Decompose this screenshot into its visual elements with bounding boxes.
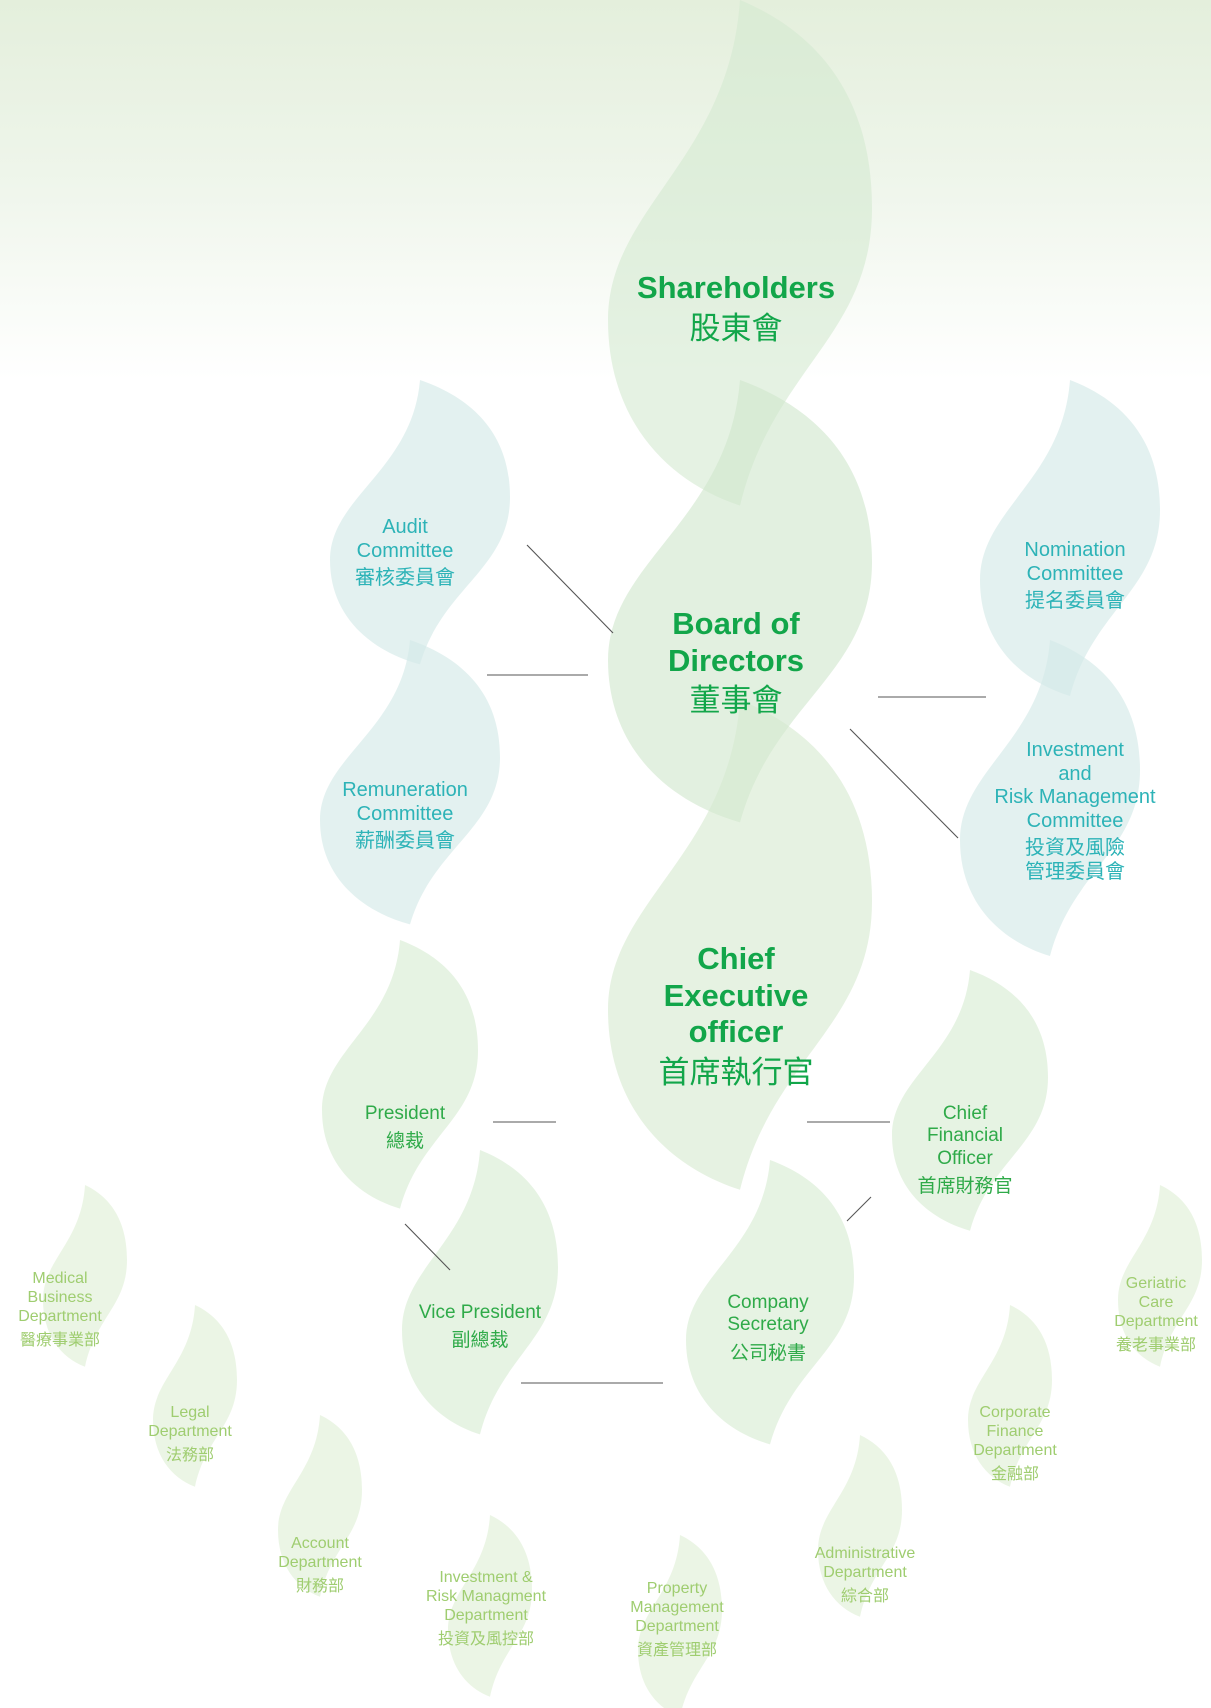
node-investment-risk-committee: Investment and Risk Management Committee… — [965, 739, 1185, 885]
background-wash — [0, 0, 1211, 380]
geriatric-en-line3: Department — [1114, 1312, 1198, 1330]
corporate-finance-en-line1: Corporate — [979, 1404, 1051, 1421]
nomination-zh: 提名委員會 — [1025, 590, 1125, 613]
node-remuneration-committee: Remuneration Committee 薪酬委員會 — [305, 779, 505, 854]
property-en-line1: Property — [646, 1580, 708, 1597]
remuneration-en-line2: Committee — [356, 802, 454, 825]
corporate-finance-en-line2: Finance — [986, 1422, 1044, 1440]
secretary-zh: 公司秘書 — [729, 1342, 806, 1364]
board-zh: 董事會 — [689, 683, 783, 719]
cfo-zh: 首席財務官 — [917, 1176, 1013, 1198]
cfo-en-line2: Financial — [926, 1125, 1004, 1147]
shareholders-zh: 股東會 — [689, 310, 783, 346]
node-board-of-directors: Board of Directors 董事會 — [616, 606, 856, 720]
investment-dept-zh: 投資及風控部 — [437, 1630, 534, 1648]
dept-property-management: Property Management Department 資產管理部 — [617, 1580, 737, 1661]
ceo-en-line2: Executive — [663, 977, 809, 1013]
ceo-en-line1: Chief — [697, 941, 775, 976]
node-cfo: Chief Financial Officer 首席財務官 — [890, 1103, 1040, 1199]
administrative-en-line1: Administrative — [814, 1545, 916, 1562]
connector-secretary-cfo — [846, 1196, 872, 1222]
investment-committee-en-line3: Risk Management — [994, 786, 1156, 809]
president-en: President — [364, 1103, 446, 1124]
legal-en-line1: Legal — [170, 1404, 210, 1421]
dept-corporate-finance: Corporate Finance Department 金融部 — [960, 1404, 1070, 1485]
ceo-en-line3: officer — [688, 1014, 784, 1050]
investment-dept-en-line1: Investment & — [439, 1569, 533, 1586]
board-en-line2: Directors — [667, 642, 805, 678]
corporate-finance-zh: 金融部 — [990, 1465, 1039, 1483]
property-en-line2: Management — [630, 1598, 724, 1616]
investment-dept-en-line3: Department — [444, 1606, 528, 1624]
geriatric-zh: 養老事業部 — [1115, 1336, 1196, 1354]
cfo-en-line1: Chief — [942, 1103, 988, 1124]
node-nomination-committee: Nomination Committee 提名委員會 — [975, 539, 1175, 614]
ceo-zh: 首席執行官 — [658, 1054, 814, 1090]
geriatric-en-line1: Geriatric — [1125, 1275, 1187, 1292]
investment-committee-en-line1: Investment — [1026, 739, 1124, 761]
board-en-line1: Board of — [672, 606, 800, 641]
node-audit-committee: Audit Committee 審核委員會 — [305, 516, 505, 591]
vice-president-zh: 副總裁 — [451, 1330, 509, 1352]
connector-board-investment — [849, 728, 959, 839]
nomination-en-line2: Committee — [1026, 562, 1124, 585]
vice-president-en: Vice President — [418, 1302, 542, 1323]
geriatric-en-line2: Care — [1138, 1293, 1174, 1311]
dept-geriatric-care: Geriatric Care Department 養老事業部 — [1101, 1275, 1211, 1356]
shareholders-en: Shareholders — [636, 270, 836, 305]
dept-legal: Legal Department 法務部 — [135, 1404, 245, 1466]
node-company-secretary: Company Secretary 公司秘書 — [693, 1292, 843, 1365]
president-zh: 總裁 — [385, 1131, 424, 1153]
secretary-en-line1: Company — [727, 1292, 809, 1313]
investment-committee-en-line2: and — [1058, 762, 1092, 785]
connector-president-vp — [404, 1223, 451, 1271]
account-en-line1: Account — [291, 1535, 349, 1552]
node-ceo: Chief Executive officer 首席執行官 — [616, 941, 856, 1091]
account-zh: 財務部 — [295, 1577, 344, 1595]
audit-en-line2: Committee — [356, 539, 454, 562]
connector-audit-board — [526, 544, 614, 634]
medical-zh: 醫療事業部 — [19, 1331, 100, 1349]
dept-investment-risk: Investment & Risk Managment Department 投… — [411, 1569, 561, 1650]
property-en-line3: Department — [635, 1617, 719, 1635]
node-vice-president: Vice President 副總裁 — [400, 1302, 560, 1353]
medical-en-line2: Business — [27, 1288, 93, 1306]
node-president: President 總裁 — [330, 1103, 480, 1154]
leaf-president — [322, 940, 478, 1209]
administrative-en-line2: Department — [823, 1563, 907, 1581]
legal-en-line2: Department — [148, 1422, 232, 1440]
investment-committee-zh-line2: 管理委員會 — [1025, 860, 1125, 883]
audit-zh: 審核委員會 — [355, 567, 455, 590]
property-zh: 資產管理部 — [636, 1641, 717, 1659]
administrative-zh: 綜合部 — [840, 1587, 889, 1605]
node-shareholders: Shareholders 股東會 — [616, 270, 856, 347]
audit-en-line1: Audit — [382, 516, 428, 538]
account-en-line2: Department — [278, 1553, 362, 1571]
investment-committee-en-line4: Committee — [1026, 809, 1124, 832]
medical-en-line1: Medical — [32, 1270, 88, 1287]
dept-administrative: Administrative Department 綜合部 — [800, 1545, 930, 1607]
leaf-nomination — [980, 380, 1160, 696]
dept-account: Account Department 財務部 — [265, 1535, 375, 1597]
investment-dept-en-line2: Risk Managment — [425, 1587, 547, 1605]
nomination-en-line1: Nomination — [1024, 539, 1126, 561]
dept-medical-business: Medical Business Department 醫療事業部 — [5, 1270, 115, 1351]
remuneration-zh: 薪酬委員會 — [355, 830, 455, 853]
cfo-en-line3: Officer — [937, 1147, 993, 1169]
legal-zh: 法務部 — [165, 1446, 214, 1464]
remuneration-en-line1: Remuneration — [342, 779, 468, 801]
corporate-finance-en-line3: Department — [973, 1441, 1057, 1459]
medical-en-line3: Department — [18, 1307, 102, 1325]
investment-committee-zh-line1: 投資及風險 — [1025, 837, 1125, 860]
secretary-en-line2: Secretary — [727, 1314, 809, 1336]
leaf-vice-president — [402, 1150, 558, 1435]
